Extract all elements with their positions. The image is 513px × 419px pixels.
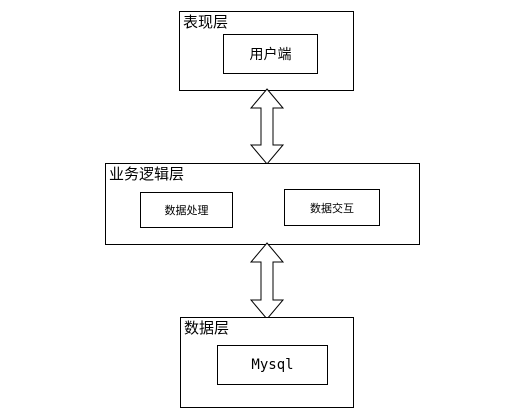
mysql-label: Mysql bbox=[251, 357, 294, 373]
data-exchange-label: 数据交互 bbox=[310, 201, 354, 215]
double-arrow-icon bbox=[249, 88, 285, 165]
user-client-box: 用户端 bbox=[223, 34, 318, 74]
data-layer: 数据层 Mysql bbox=[180, 317, 354, 408]
data-layer-title: 数据层 bbox=[184, 319, 230, 337]
user-client-label: 用户端 bbox=[249, 47, 292, 63]
data-exchange-box: 数据交互 bbox=[284, 189, 380, 226]
data-processing-label: 数据处理 bbox=[164, 204, 209, 217]
business-logic-layer: 业务逻辑层 数据处理 数据交互 bbox=[105, 163, 420, 245]
business-logic-layer-title: 业务逻辑层 bbox=[109, 165, 185, 183]
presentation-layer-title: 表现层 bbox=[183, 13, 229, 31]
data-processing-box: 数据处理 bbox=[140, 192, 233, 228]
mysql-box: Mysql bbox=[217, 345, 328, 385]
presentation-layer: 表现层 用户端 bbox=[179, 11, 354, 91]
double-arrow-icon bbox=[249, 242, 285, 320]
